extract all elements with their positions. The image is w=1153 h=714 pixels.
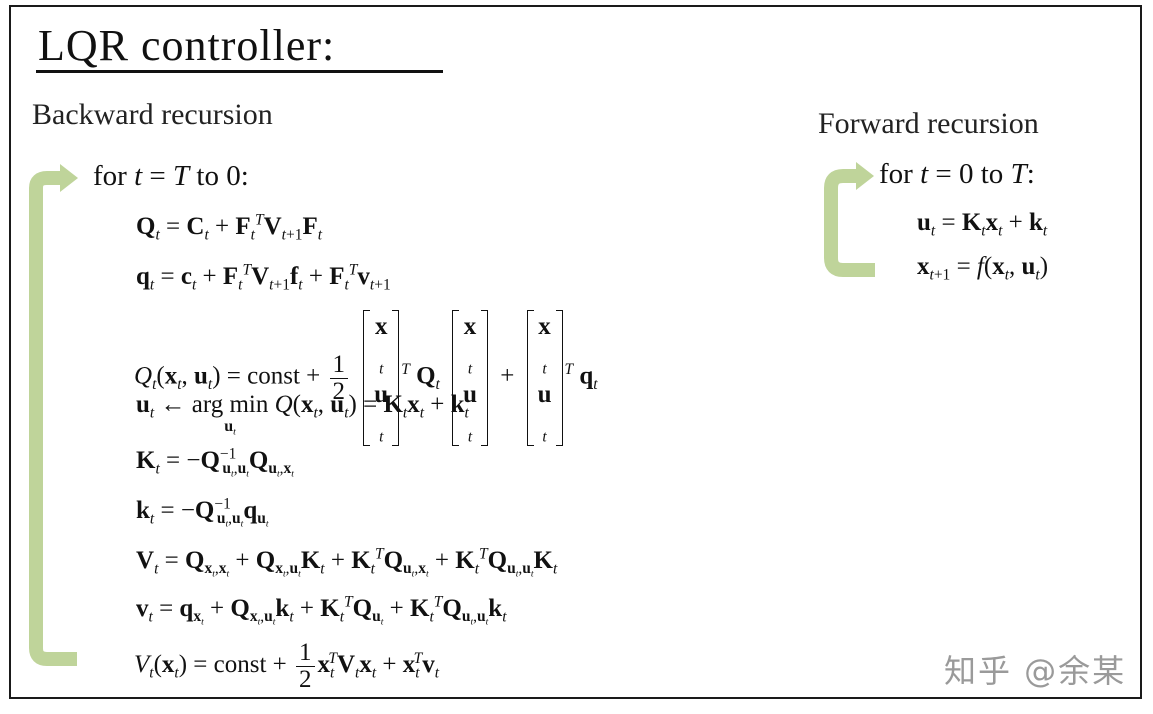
title-underline: [36, 70, 443, 73]
forward-loop-header: for t = 0 to T:: [879, 158, 1035, 191]
loop-start: T: [173, 160, 190, 192]
backward-loop-header: for t = T to 0:: [93, 160, 249, 193]
colon: :: [1026, 158, 1035, 190]
equation-Qt: Qt = Ct + FtTVt+1Ft: [136, 211, 323, 244]
equation-forward-xt1: xt+1 = f(xt, ut): [917, 253, 1049, 284]
slide-frame: [9, 5, 1142, 699]
loop-var: t: [134, 160, 143, 192]
equation-Kt: Kt = −Q−1ut,utQut,xt: [136, 445, 294, 480]
forward-heading: Forward recursion: [818, 107, 1039, 140]
equation-Vt: Vt = Qxt,xt + Qxt,utKt + KtTQut,xt + KtT…: [136, 545, 558, 580]
loop-end: T: [1010, 158, 1027, 190]
watermark: 知乎 @余某: [944, 652, 1127, 690]
for-keyword: for: [93, 160, 135, 192]
backward-loop-arrow-icon: [29, 171, 77, 666]
equation-forward-ut: ut = Ktxt + kt: [917, 209, 1048, 240]
loop-var: t: [920, 158, 929, 190]
to-keyword: to: [189, 160, 227, 192]
for-keyword: for: [879, 158, 921, 190]
forward-arrowhead-icon: [856, 162, 874, 190]
equation-qt: qt = ct + FtTVt+1ft + FtTvt+1: [136, 261, 391, 294]
slide-title: LQR controller:: [38, 21, 336, 70]
equation-vt: vt = qxt + Qxt,utkt + KtTQut + KtTQut,ut…: [136, 593, 507, 628]
backward-heading: Backward recursion: [32, 98, 273, 131]
colon: :: [240, 160, 249, 192]
equals-sign: =: [142, 160, 173, 192]
to-keyword: to: [973, 158, 1011, 190]
loop-start: 0: [959, 158, 974, 190]
backward-arrowhead-icon: [60, 164, 78, 192]
equation-kt: kt = −Q−1ut,utqut: [136, 495, 269, 530]
loop-end: 0: [226, 160, 241, 192]
forward-loop-arrow-icon: [824, 169, 875, 277]
equals-sign: =: [928, 158, 959, 190]
